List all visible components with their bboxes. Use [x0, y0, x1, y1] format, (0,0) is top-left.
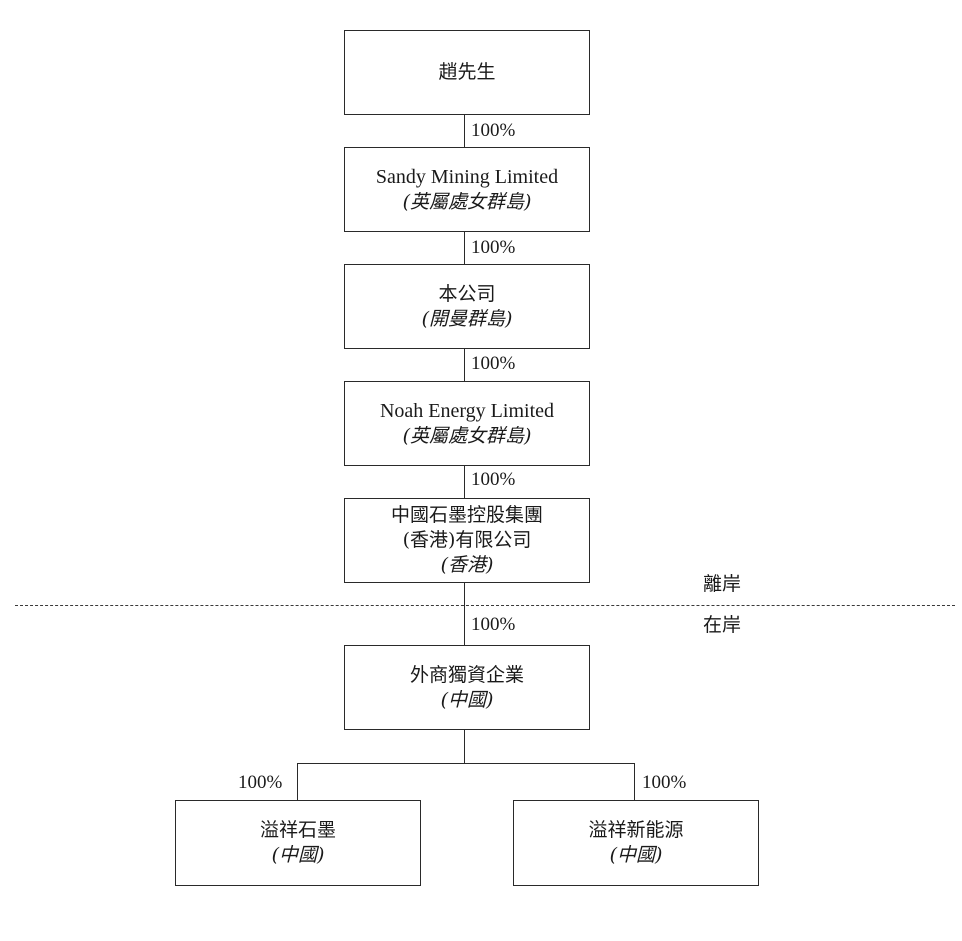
entity-box-graphite-hk: 中國石墨控股集團 (香港)有限公司 (香港)	[344, 498, 590, 583]
connector-graphite-hk-wfoe	[464, 582, 465, 646]
entity-box-yixiang-graphite: 溢祥石墨 (中國)	[175, 800, 421, 886]
entity-box-sandy-mining: Sandy Mining Limited (英屬處女群島)	[344, 147, 590, 232]
entity-name: 溢祥新能源	[588, 819, 684, 841]
connector-branch-horizontal	[297, 763, 635, 764]
ownership-wfoe-yixiang-graphite: 100%	[238, 772, 283, 793]
connector-zhao-sandy	[464, 114, 465, 148]
ownership-zhao-sandy: 100%	[471, 120, 516, 141]
ownership-graphite-hk-wfoe: 100%	[471, 614, 516, 635]
entity-box-zhao: 趙先生	[344, 30, 590, 115]
entity-name: 本公司	[438, 282, 496, 305]
entity-box-yixiang-energy: 溢祥新能源 (中國)	[513, 800, 759, 886]
connector-branch-right	[634, 763, 635, 801]
entity-name-line1: 中國石墨控股集團	[390, 504, 543, 526]
entity-name: 溢祥石墨	[259, 819, 336, 841]
entity-location: (開曼群島)	[421, 307, 513, 330]
connector-company-noah	[464, 348, 465, 382]
entity-location: (中國)	[609, 844, 663, 866]
ownership-sandy-company: 100%	[471, 237, 516, 258]
onshore-label: 在岸	[703, 614, 742, 636]
offshore-onshore-divider	[15, 605, 955, 606]
entity-name: Noah Energy Limited	[379, 399, 555, 422]
ownership-company-noah: 100%	[471, 353, 516, 374]
entity-name: 外商獨資企業	[409, 663, 524, 686]
connector-sandy-company	[464, 231, 465, 265]
entity-location: (英屬處女群島)	[402, 190, 532, 213]
entity-location: (香港)	[440, 554, 494, 576]
entity-name: 趙先生	[438, 61, 496, 83]
entity-box-company: 本公司 (開曼群島)	[344, 264, 590, 349]
connector-wfoe-branch	[464, 729, 465, 763]
entity-name-line2: (香港)有限公司	[402, 529, 532, 551]
entity-location: (中國)	[271, 844, 325, 866]
entity-location: (英屬處女群島)	[402, 424, 532, 447]
connector-branch-left	[297, 763, 298, 801]
entity-box-wfoe: 外商獨資企業 (中國)	[344, 645, 590, 730]
entity-location: (中國)	[440, 688, 494, 711]
ownership-noah-graphite-hk: 100%	[471, 469, 516, 490]
offshore-label: 離岸	[703, 573, 742, 595]
entity-name: Sandy Mining Limited	[375, 165, 559, 188]
ownership-wfoe-yixiang-energy: 100%	[642, 772, 687, 793]
entity-box-noah-energy: Noah Energy Limited (英屬處女群島)	[344, 381, 590, 466]
connector-noah-graphite-hk	[464, 465, 465, 499]
